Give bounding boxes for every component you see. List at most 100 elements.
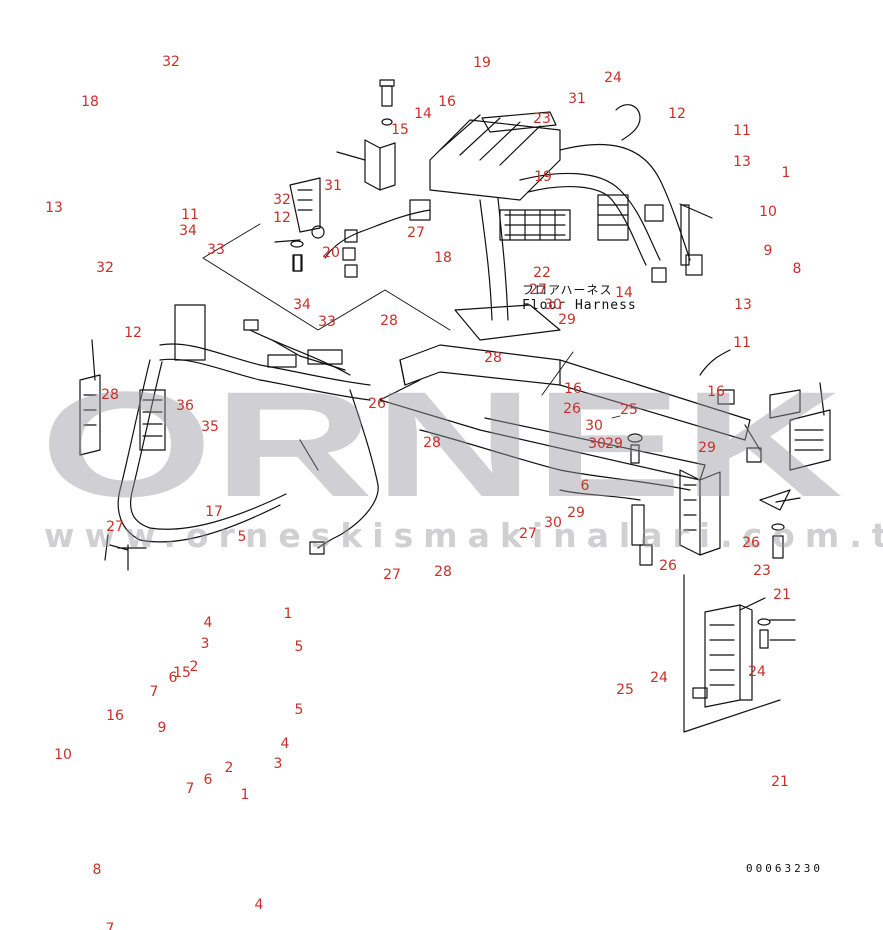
callout-number[interactable]: 28 [484,350,502,366]
callout-number[interactable]: 26 [659,558,677,574]
callout-number[interactable]: 30 [588,436,606,452]
callout-number[interactable]: 6 [203,772,213,788]
callout-number[interactable]: 3 [200,636,210,652]
callout-number[interactable]: 19 [473,55,491,71]
callout-number[interactable]: 15 [391,122,409,138]
callout-number[interactable]: 28 [423,435,441,451]
callout-number[interactable]: 14 [414,106,432,122]
middle-harness [243,319,691,566]
callout-number[interactable]: 35 [201,419,219,435]
callout-number[interactable]: 28 [101,387,119,403]
callout-number[interactable]: 32 [273,192,291,208]
callout-number[interactable]: 4 [254,897,264,913]
callout-number[interactable]: 33 [207,242,225,258]
callout-number[interactable]: 1 [283,606,293,622]
callout-number[interactable]: 14 [615,285,633,301]
callout-number[interactable]: 21 [773,587,791,603]
callout-number[interactable]: 27 [383,567,401,583]
callout-number[interactable]: 30 [544,515,562,531]
callout-number[interactable]: 13 [733,154,751,170]
callout-number[interactable]: 11 [181,207,199,223]
callout-number[interactable]: 6 [580,478,590,494]
callout-number[interactable]: 10 [759,204,777,220]
callout-number[interactable]: 12 [273,210,291,226]
callout-number[interactable]: 20 [322,245,340,261]
callout-number[interactable]: 32 [162,54,180,70]
callout-number[interactable]: 12 [124,325,142,341]
callout-number[interactable]: 13 [45,200,63,216]
callout-number[interactable]: 10 [54,747,72,763]
callout-number[interactable]: 7 [149,684,159,700]
lower-connector-bracket [692,597,766,708]
callout-number[interactable]: 29 [698,440,716,456]
callout-number[interactable]: 16 [707,384,725,400]
callout-number[interactable]: 9 [157,720,167,736]
callout-number[interactable]: 29 [558,312,576,328]
callout-number[interactable]: 12 [668,106,686,122]
callout-number[interactable]: 27 [519,526,537,542]
callout-number[interactable]: 29 [567,505,585,521]
callout-number[interactable]: 15 [173,665,191,681]
callout-number[interactable]: 4 [280,736,290,752]
callout-number[interactable]: 25 [616,682,634,698]
callout-number[interactable]: 28 [434,564,452,580]
callout-number[interactable]: 27 [106,519,124,535]
callout-number[interactable]: 8 [92,862,102,878]
callout-number[interactable]: 36 [176,398,194,414]
callout-number[interactable]: 6 [168,670,178,686]
callout-number[interactable]: 16 [106,708,124,724]
callout-number[interactable]: 31 [568,91,586,107]
callout-number[interactable]: 1 [781,165,791,181]
callout-number[interactable]: 23 [533,111,551,127]
callout-number[interactable]: 25 [620,402,638,418]
callout-number[interactable]: 24 [748,664,766,680]
right-end-connectors [699,349,831,471]
callout-number[interactable]: 7 [105,921,115,930]
callout-number[interactable]: 7 [185,781,195,797]
callout-number[interactable]: 11 [733,123,751,139]
callout-number[interactable]: 30 [585,418,603,434]
callout-number[interactable]: 5 [237,529,247,545]
callout-number[interactable]: 16 [438,94,456,110]
callout-number[interactable]: 1 [240,787,250,803]
callout-number[interactable]: 8 [792,261,802,277]
callout-number[interactable]: 13 [734,297,752,313]
callout-number[interactable]: 11 [733,335,751,351]
callout-number[interactable]: 16 [564,381,582,397]
callout-number[interactable]: 5 [294,702,304,718]
callout-number[interactable]: 28 [380,313,398,329]
callout-number[interactable]: 29 [605,436,623,452]
callout-number[interactable]: 31 [324,178,342,194]
callout-number[interactable]: 17 [205,504,223,520]
callout-number[interactable]: 34 [293,297,311,313]
callout-number[interactable]: 33 [318,314,336,330]
callout-number[interactable]: 2 [224,760,234,776]
callout-number[interactable]: 34 [179,223,197,239]
callout-number[interactable]: 30 [544,297,562,313]
floor-harness-label-jp: フロアハーネス [522,283,613,297]
callout-number[interactable]: 18 [434,250,452,266]
right-lower-bracket [679,469,801,733]
main-harness-trunk [454,172,661,341]
callout-number[interactable]: 24 [604,70,622,86]
callout-number[interactable]: 26 [742,535,760,551]
callout-number[interactable]: 22 [533,265,551,281]
callout-number[interactable]: 26 [368,396,386,412]
callout-number[interactable]: 4 [203,615,213,631]
callout-number[interactable]: 19 [534,169,552,185]
callout-number[interactable]: 5 [294,639,304,655]
callout-number[interactable]: 26 [563,401,581,417]
callout-number[interactable]: 2 [189,659,199,675]
callout-number[interactable]: 9 [763,243,773,259]
callout-number[interactable]: 3 [273,756,283,772]
upper-bracket [336,79,396,191]
callout-number[interactable]: 27 [407,225,425,241]
callout-number[interactable]: 27 [529,282,547,298]
callout-number[interactable]: 23 [753,563,771,579]
fuse-box-assembly [429,111,571,241]
callout-number[interactable]: 24 [650,670,668,686]
callout-number[interactable]: 18 [81,94,99,110]
callout-number[interactable]: 21 [771,774,789,790]
callout-number[interactable]: 32 [96,260,114,276]
left-harness-loop [79,304,371,571]
